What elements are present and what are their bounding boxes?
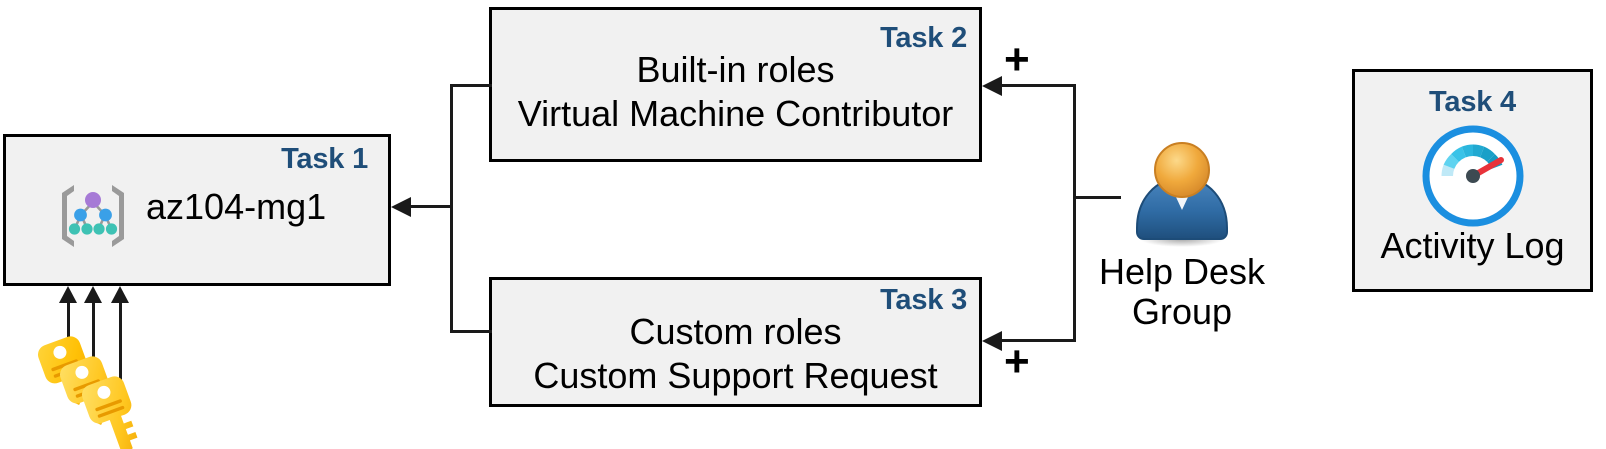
- task-4-box[interactable]: Task 4 Activity Log: [1352, 69, 1593, 292]
- task-3-box[interactable]: Task 3 Custom roles Custom Support Reque…: [489, 277, 982, 407]
- key-arrow-line-3: [119, 300, 122, 400]
- plus-sign-top: +: [1004, 35, 1030, 84]
- key-arrow-head-1: [59, 286, 77, 303]
- user-group-icon: [1136, 142, 1228, 247]
- task-1-box[interactable]: Task 1 az104-mg1: [3, 134, 391, 286]
- key-arrow-line-2: [92, 315, 95, 383]
- arrow-into-task3: [982, 331, 1002, 351]
- connector-task3-stub: [450, 330, 492, 333]
- connector-helpdesk-stub: [1073, 196, 1121, 199]
- task-3-line-2: Custom Support Request: [533, 354, 938, 396]
- connector-right-trunk: [1073, 84, 1076, 340]
- plus-sign-bottom: +: [1004, 337, 1030, 386]
- task-3-text: Custom roles Custom Support Request: [492, 310, 979, 398]
- connector-to-task1: [410, 205, 452, 208]
- key-arrow-head-2: [84, 286, 102, 303]
- connector-left-trunk: [450, 84, 453, 333]
- help-desk-group-label: Help Desk Group: [1098, 251, 1266, 333]
- task-2-box[interactable]: Task 2 Built-in roles Virtual Machine Co…: [489, 7, 982, 162]
- key-arrow-line-1: [67, 300, 70, 368]
- keys-icon: [38, 336, 138, 449]
- task-2-label: Task 2: [880, 22, 967, 54]
- task-4-title: Activity Log: [1380, 225, 1565, 266]
- connector-to-task3: [1000, 339, 1076, 342]
- task-2-line-2: Virtual Machine Contributor: [517, 92, 954, 134]
- management-group-icon: [62, 185, 124, 247]
- task-3-label: Task 3: [880, 284, 967, 316]
- key-arrow-head-3: [111, 286, 129, 303]
- task-1-label: Task 1: [281, 143, 368, 175]
- connector-task2-stub: [450, 84, 492, 87]
- task-1-title: az104-mg1: [146, 186, 327, 227]
- arrow-into-task1: [391, 197, 411, 217]
- arrow-into-task2: [982, 76, 1002, 96]
- task-4-label: Task 4: [1429, 86, 1516, 118]
- task-2-line-1: Built-in roles: [636, 49, 835, 90]
- connector-to-task2: [1000, 84, 1076, 87]
- task-3-line-1: Custom roles: [629, 311, 842, 352]
- help-desk-group[interactable]: Help Desk Group: [1092, 140, 1272, 333]
- activity-log-gauge-icon: [1422, 125, 1523, 227]
- task-2-text: Built-in roles Virtual Machine Contribut…: [492, 48, 979, 136]
- key-arrow-line-2b: [92, 300, 95, 318]
